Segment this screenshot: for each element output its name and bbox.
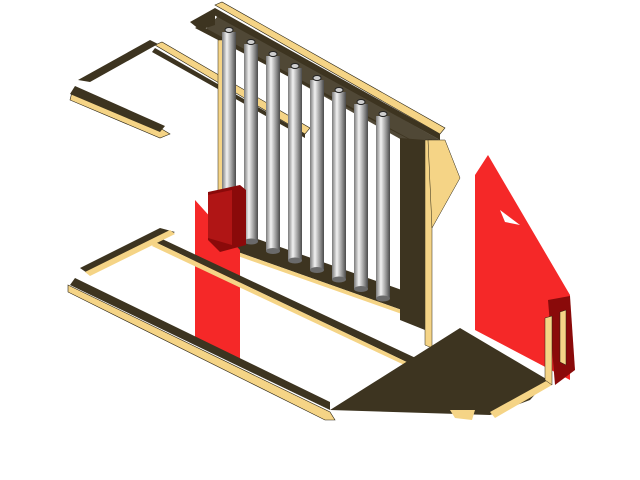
cylinder-base: [376, 295, 390, 302]
cylinder-body: [354, 104, 368, 289]
corner-bracket: [427, 139, 461, 229]
right-post-shadow: [400, 138, 425, 330]
cylinder-hole: [356, 99, 366, 105]
cylinder-hole: [290, 63, 300, 69]
back-board-edge: [218, 245, 430, 324]
cylinder-hole: [246, 39, 256, 45]
cylinder-body: [266, 56, 280, 251]
cylinder-base: [332, 276, 346, 283]
right-red-notch: [500, 210, 520, 225]
bottom-frame: [67, 228, 420, 421]
cylinder: [354, 99, 368, 292]
cylinder-base: [310, 267, 324, 273]
cylinder-hole: [312, 75, 322, 81]
cylinder-body: [244, 44, 258, 242]
cylinder-base: [288, 257, 302, 264]
cylinder-body: [376, 116, 390, 299]
right-post-small-2: [559, 309, 567, 366]
cylinder-group: [222, 27, 390, 302]
cylinder-base: [244, 238, 258, 245]
cylinder-hole: [224, 27, 234, 33]
cylinder-hole: [334, 87, 344, 93]
cylinder-body: [222, 32, 236, 232]
left-arm-top: [69, 40, 171, 139]
cylinder-base: [354, 286, 368, 292]
left-red-block-face: [208, 190, 232, 245]
right-post-small: [544, 315, 553, 386]
cylinder-hole: [378, 111, 388, 117]
cylinder-body: [288, 68, 302, 261]
floor-edge-right: [490, 380, 552, 418]
cylinder: [288, 63, 302, 264]
floor-panel: [330, 328, 548, 415]
floor-edge: [450, 410, 475, 420]
cylinder: [376, 111, 390, 302]
cylinder: [244, 39, 258, 245]
cylinder-base: [266, 248, 280, 254]
cylinder: [266, 51, 280, 254]
cylinder-body: [332, 92, 346, 280]
cylinder: [310, 75, 324, 273]
cylinder-hole: [268, 51, 278, 57]
cylinder: [332, 87, 346, 283]
cylinder-body: [310, 80, 324, 270]
